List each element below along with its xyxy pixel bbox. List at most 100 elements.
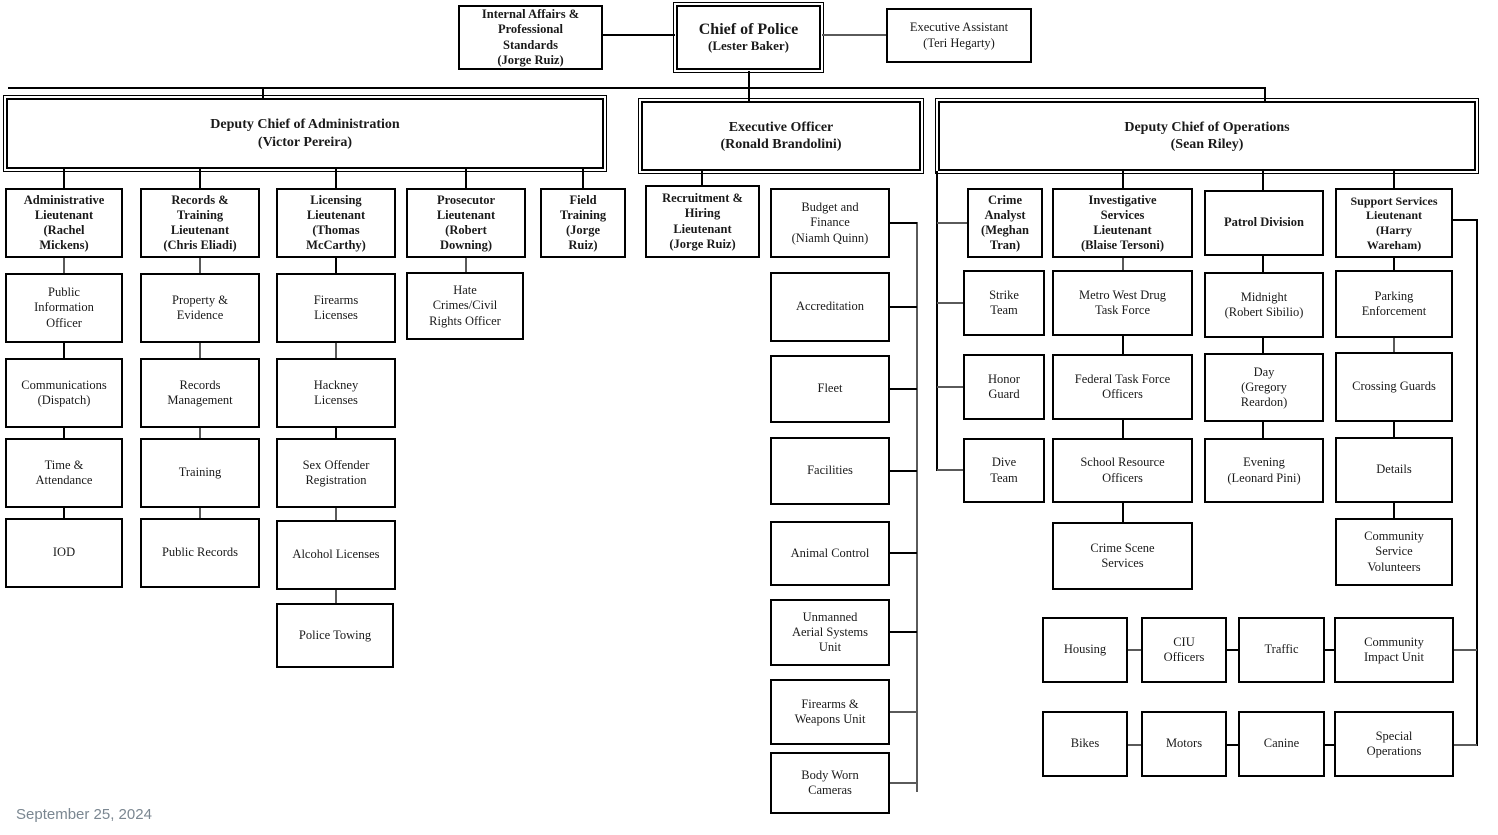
connector [890,222,917,224]
connector [335,590,337,603]
connector [936,171,938,471]
org-node-motors: Motors [1141,711,1227,777]
connector [199,343,201,358]
connector [937,302,963,304]
org-node-unmanned-aerial-systems: Unmanned Aerial Systems Unit [770,599,890,666]
org-node-deputy-chief-administration: Deputy Chief of Administration (Victor P… [3,95,607,172]
connector [1122,171,1124,188]
connector [748,71,750,101]
connector [890,552,917,554]
org-node-crime-analyst: Crime Analyst (Meghan Tran) [967,188,1043,258]
org-node-public-records: Public Records [140,518,260,588]
org-node-crossing-guards: Crossing Guards [1335,352,1453,422]
org-node-canine: Canine [1238,711,1325,777]
org-node-federal-task-force-officers: Federal Task Force Officers [1052,354,1193,420]
connector [465,169,467,188]
org-node-community-service-volunteers: Community Service Volunteers [1335,518,1453,586]
connector [937,469,963,471]
connector [1262,338,1264,353]
connector [1454,649,1477,651]
org-node-licensing-lieutenant: Licensing Lieutenant (Thomas McCarthy) [276,188,396,258]
connector [1262,256,1264,272]
connector [1227,744,1238,746]
org-node-dive-team: Dive Team [963,438,1045,503]
org-node-housing: Housing [1042,617,1128,683]
connector [335,258,337,273]
connector [890,782,917,784]
connector [1262,171,1264,190]
org-node-prosecutor-lieutenant: Prosecutor Lieutenant (Robert Downing) [406,188,526,258]
org-node-executive-assistant: Executive Assistant (Teri Hegarty) [886,8,1032,63]
org-node-parking-enforcement: Parking Enforcement [1335,270,1453,338]
org-node-chief-of-police: Chief of Police (Lester Baker) [673,2,824,73]
org-node-internal-affairs: Internal Affairs & Professional Standard… [458,5,603,70]
org-node-recruitment-hiring-lieutenant: Recruitment & Hiring Lieutenant (Jorge R… [645,185,760,258]
org-node-firearms-weapons-unit: Firearms & Weapons Unit [770,679,890,745]
connector [1454,744,1477,746]
org-node-deputy-chief-operations: Deputy Chief of Operations (Sean Riley) [935,98,1479,174]
connector [937,386,963,388]
connector [199,258,201,273]
org-node-executive-officer: Executive Officer (Ronald Brandolini) [638,98,924,174]
org-node-fleet: Fleet [770,355,890,423]
connector [890,711,917,713]
connector [63,508,65,518]
connector [1128,744,1141,746]
org-node-facilities: Facilities [770,437,890,505]
org-node-day-shift: Day (Gregory Reardon) [1204,353,1324,422]
org-node-body-worn-cameras: Body Worn Cameras [770,752,890,814]
org-node-hackney-licenses: Hackney Licenses [276,358,396,428]
org-node-metro-west-drug-task-force: Metro West Drug Task Force [1052,270,1193,336]
connector [822,34,886,36]
connector [890,631,917,633]
org-node-police-towing: Police Towing [276,603,394,668]
org-node-crime-scene-services: Crime Scene Services [1052,522,1193,590]
connector [1393,422,1395,437]
org-node-animal-control: Animal Control [770,521,890,586]
connector [701,171,703,185]
connector [1325,649,1334,651]
connector [582,169,584,188]
connector [1128,649,1141,651]
connector [1476,219,1478,746]
connector [63,343,65,358]
org-node-iod: IOD [5,518,123,588]
org-node-hate-crimes-civil-rights-officer: Hate Crimes/Civil Rights Officer [406,272,524,340]
connector [890,388,917,390]
date-label: September 25, 2024 [16,806,152,823]
org-node-ciu-officers: CIU Officers [1141,617,1227,683]
org-node-records-training-lieutenant: Records & Training Lieutenant (Chris Eli… [140,188,260,258]
connector [63,428,65,438]
connector [890,306,917,308]
org-node-traffic: Traffic [1238,617,1325,683]
connector [1393,503,1395,518]
org-node-time-attendance: Time & Attendance [5,438,123,508]
org-node-accreditation: Accreditation [770,272,890,342]
org-node-details: Details [1335,437,1453,503]
connector [1325,744,1334,746]
connector [1122,503,1124,522]
connector [335,428,337,438]
connector [199,508,201,518]
org-node-school-resource-officers: School Resource Officers [1052,438,1193,503]
connector [937,222,967,224]
org-node-honor-guard: Honor Guard [963,354,1045,420]
connector [63,169,65,188]
org-node-special-operations: Special Operations [1334,711,1454,777]
org-node-training: Training [140,438,260,508]
connector [465,258,467,272]
org-node-administrative-lieutenant: Administrative Lieutenant (Rachel Micken… [5,188,123,258]
chief-name: (Lester Baker) [708,38,789,54]
connector [335,169,337,188]
org-node-alcohol-licenses: Alcohol Licenses [276,520,396,590]
org-node-support-services-lieutenant: Support Services Lieutenant (Harry Wareh… [1335,188,1453,258]
connector [199,169,201,188]
org-node-property-evidence: Property & Evidence [140,273,260,343]
org-node-budget-finance: Budget and Finance (Niamh Quinn) [770,188,890,258]
org-node-investigative-services-lieutenant: Investigative Services Lieutenant (Blais… [1052,188,1193,258]
connector [1264,88,1266,101]
connector [1453,219,1477,221]
connector [1393,171,1395,188]
org-node-communications-dispatch: Communications (Dispatch) [5,358,123,428]
